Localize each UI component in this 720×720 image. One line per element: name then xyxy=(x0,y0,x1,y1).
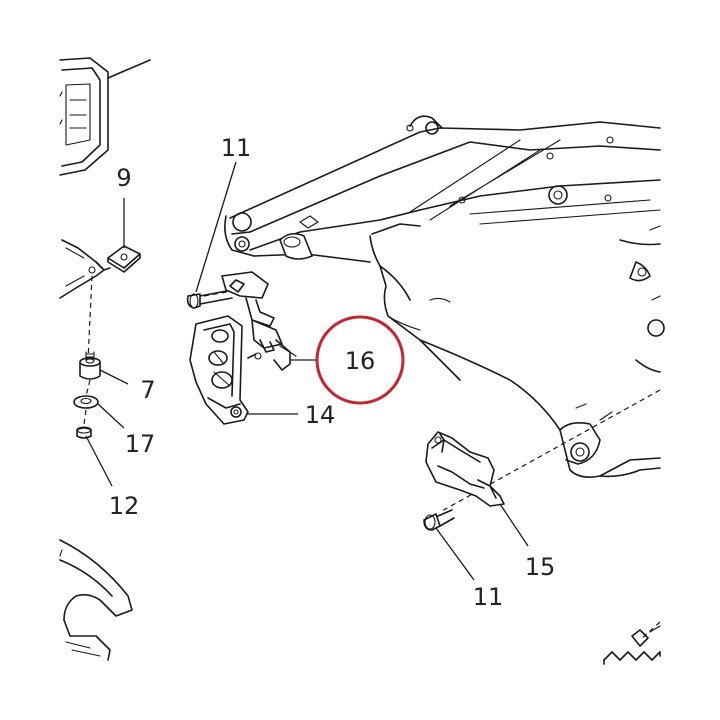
bolt-part-11-bottom xyxy=(423,509,455,531)
screw-part-12 xyxy=(76,426,92,439)
callout-11-top[interactable]: 11 xyxy=(221,134,252,162)
callout-9[interactable]: 9 xyxy=(116,164,131,192)
leader-11-bottom xyxy=(435,527,475,581)
lever-part-16 xyxy=(221,271,297,371)
washer-part-17 xyxy=(73,395,99,409)
leader-11-top xyxy=(195,161,237,293)
leader-15 xyxy=(499,503,529,547)
leader-7 xyxy=(99,369,129,385)
bottom-right-spring-part xyxy=(603,621,661,665)
assembly-axis-12 xyxy=(83,409,87,425)
assembly-axis-17 xyxy=(85,379,91,397)
callout-14[interactable]: 14 xyxy=(305,401,336,429)
leader-lines xyxy=(85,161,529,581)
spacer-part-7 xyxy=(79,351,101,380)
bracket-part-9 xyxy=(59,239,141,299)
callout-7[interactable]: 7 xyxy=(140,376,155,404)
callout-16[interactable]: 16 xyxy=(345,347,376,375)
housing-part-14 xyxy=(189,315,249,425)
bottom-left-cover-part xyxy=(59,539,133,661)
callout-11-bottom[interactable]: 11 xyxy=(473,583,504,611)
top-left-box-part xyxy=(59,57,151,176)
callout-15[interactable]: 15 xyxy=(525,553,556,581)
assembly-axis-7 xyxy=(87,275,93,361)
highlight-circle xyxy=(315,315,405,405)
leader-17 xyxy=(97,403,125,429)
callout-12[interactable]: 12 xyxy=(109,492,140,520)
leader-12 xyxy=(85,435,113,487)
bracket-part-15 xyxy=(425,431,505,507)
callout-17[interactable]: 17 xyxy=(125,430,156,458)
clip-nut-9 xyxy=(107,245,141,273)
